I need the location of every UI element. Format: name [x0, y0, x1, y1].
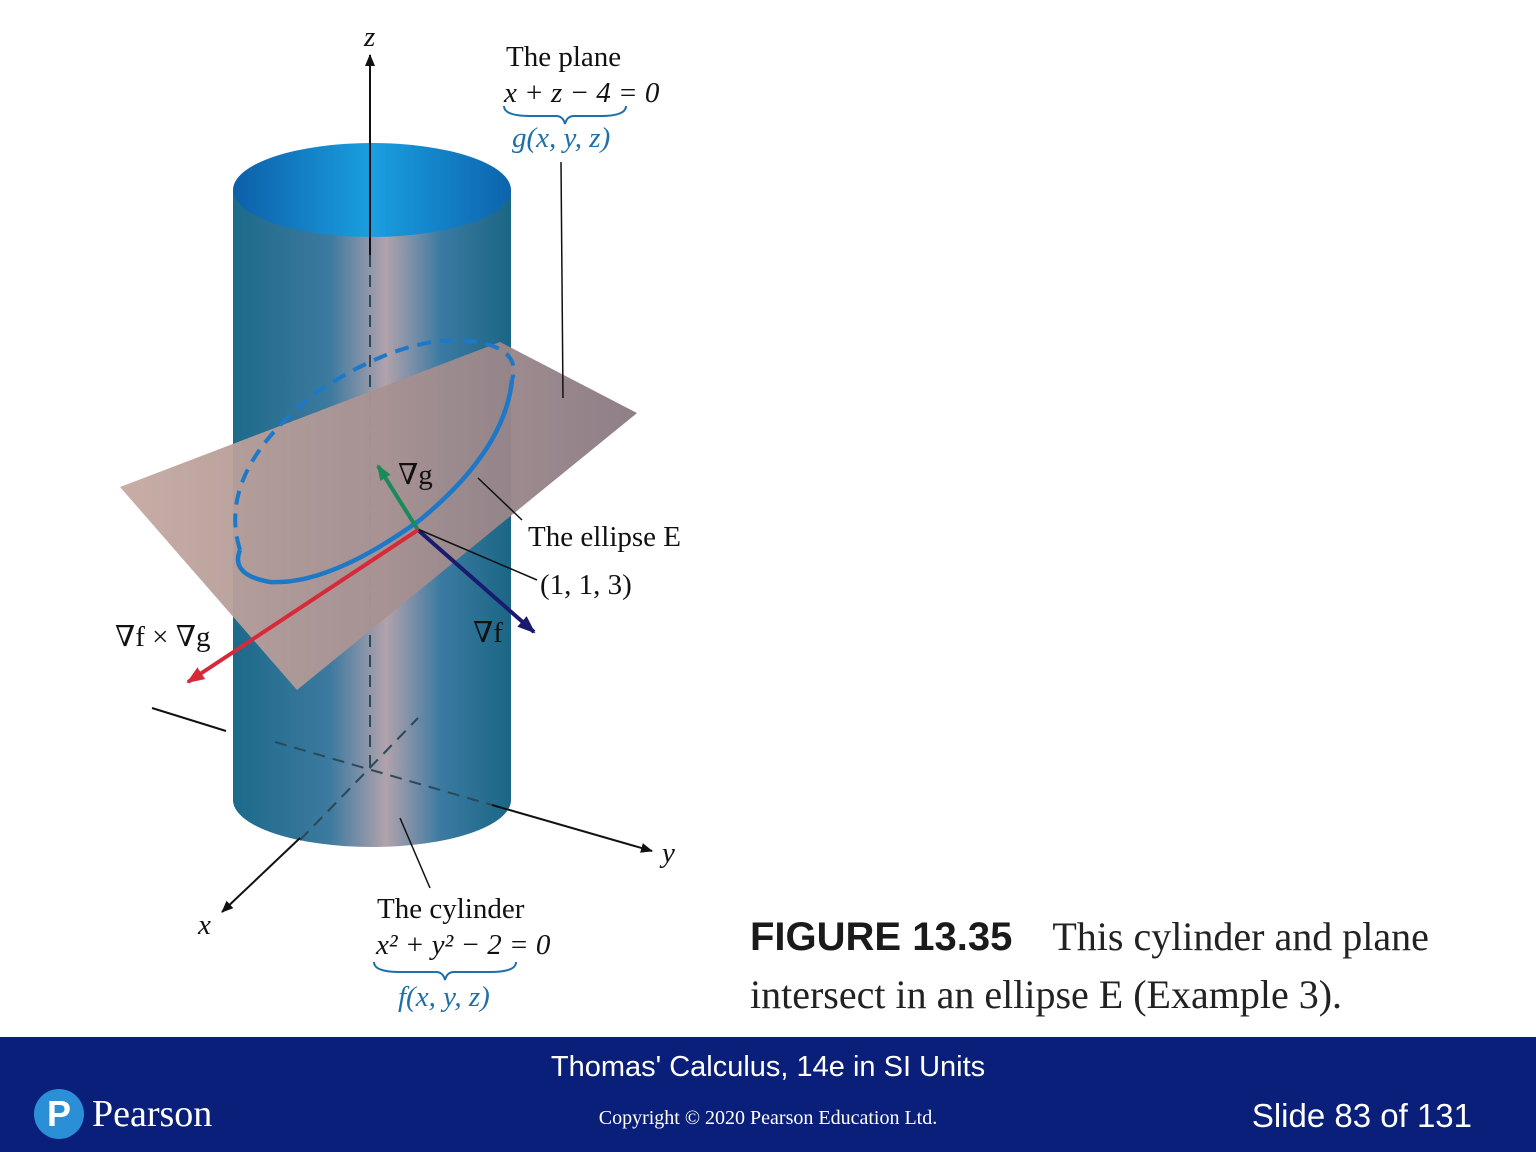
cylinder-plane-diagram: z y x The plane x + z − 4 = 0 g(x, y, z)… [115, 21, 681, 1013]
cross-vector [186, 528, 420, 684]
figure-number: FIGURE 13.35 [750, 915, 1013, 959]
plane-brace [503, 105, 627, 125]
plane-leader [560, 161, 564, 399]
point-label: (1, 1, 3) [540, 569, 632, 601]
plane-equation: x + z − 4 = 0 [503, 77, 660, 109]
ellipse-front [235, 379, 515, 585]
cross-label: ∇f × ∇g [115, 621, 211, 653]
ellipse-label: The ellipse E [528, 521, 681, 553]
plane [120, 342, 637, 690]
cylinder-title: The cylinder [377, 893, 525, 925]
cylinder-leader [399, 817, 431, 889]
grad-f-vector [416, 528, 536, 634]
y-axis-hidden [274, 741, 493, 806]
footer-bar: Thomas' Calculus, 14e in SI Units Copyri… [0, 1037, 1536, 1152]
z-axis-label: z [363, 21, 375, 53]
cylinder-brace [373, 961, 517, 981]
cylinder-equation: x² + y² − 2 = 0 [375, 929, 551, 961]
book-title: Thomas' Calculus, 14e in SI Units [550, 1051, 986, 1083]
y-axis [491, 804, 653, 853]
cylinder-function: f(x, y, z) [398, 981, 490, 1013]
grad-f-label: ∇f [473, 617, 503, 649]
slide-number: Slide 83 of 131 [1251, 1097, 1472, 1134]
ellipse-leader [477, 477, 523, 521]
x-axis-label: x [197, 909, 211, 941]
pearson-logo-text: Pearson [92, 1093, 213, 1135]
tick-mark [151, 707, 227, 732]
y-axis-label: y [659, 837, 675, 869]
plane-title: The plane [506, 41, 621, 73]
point-leader [419, 529, 538, 581]
pearson-logo: P Pearson [34, 1089, 212, 1139]
plane-function: g(x, y, z) [512, 122, 610, 154]
grad-g-label: ∇g [398, 459, 433, 491]
x-axis [221, 837, 301, 913]
caption-text: This cylinder and plane intersect in an … [750, 914, 1429, 1017]
x-axis-hidden [299, 717, 419, 841]
grad-g-vector [376, 464, 420, 532]
pearson-logo-icon: P [34, 1089, 84, 1139]
cylinder-top [233, 143, 511, 237]
copyright-notice: Copyright © 2020 Pearson Education Ltd. [598, 1107, 938, 1129]
